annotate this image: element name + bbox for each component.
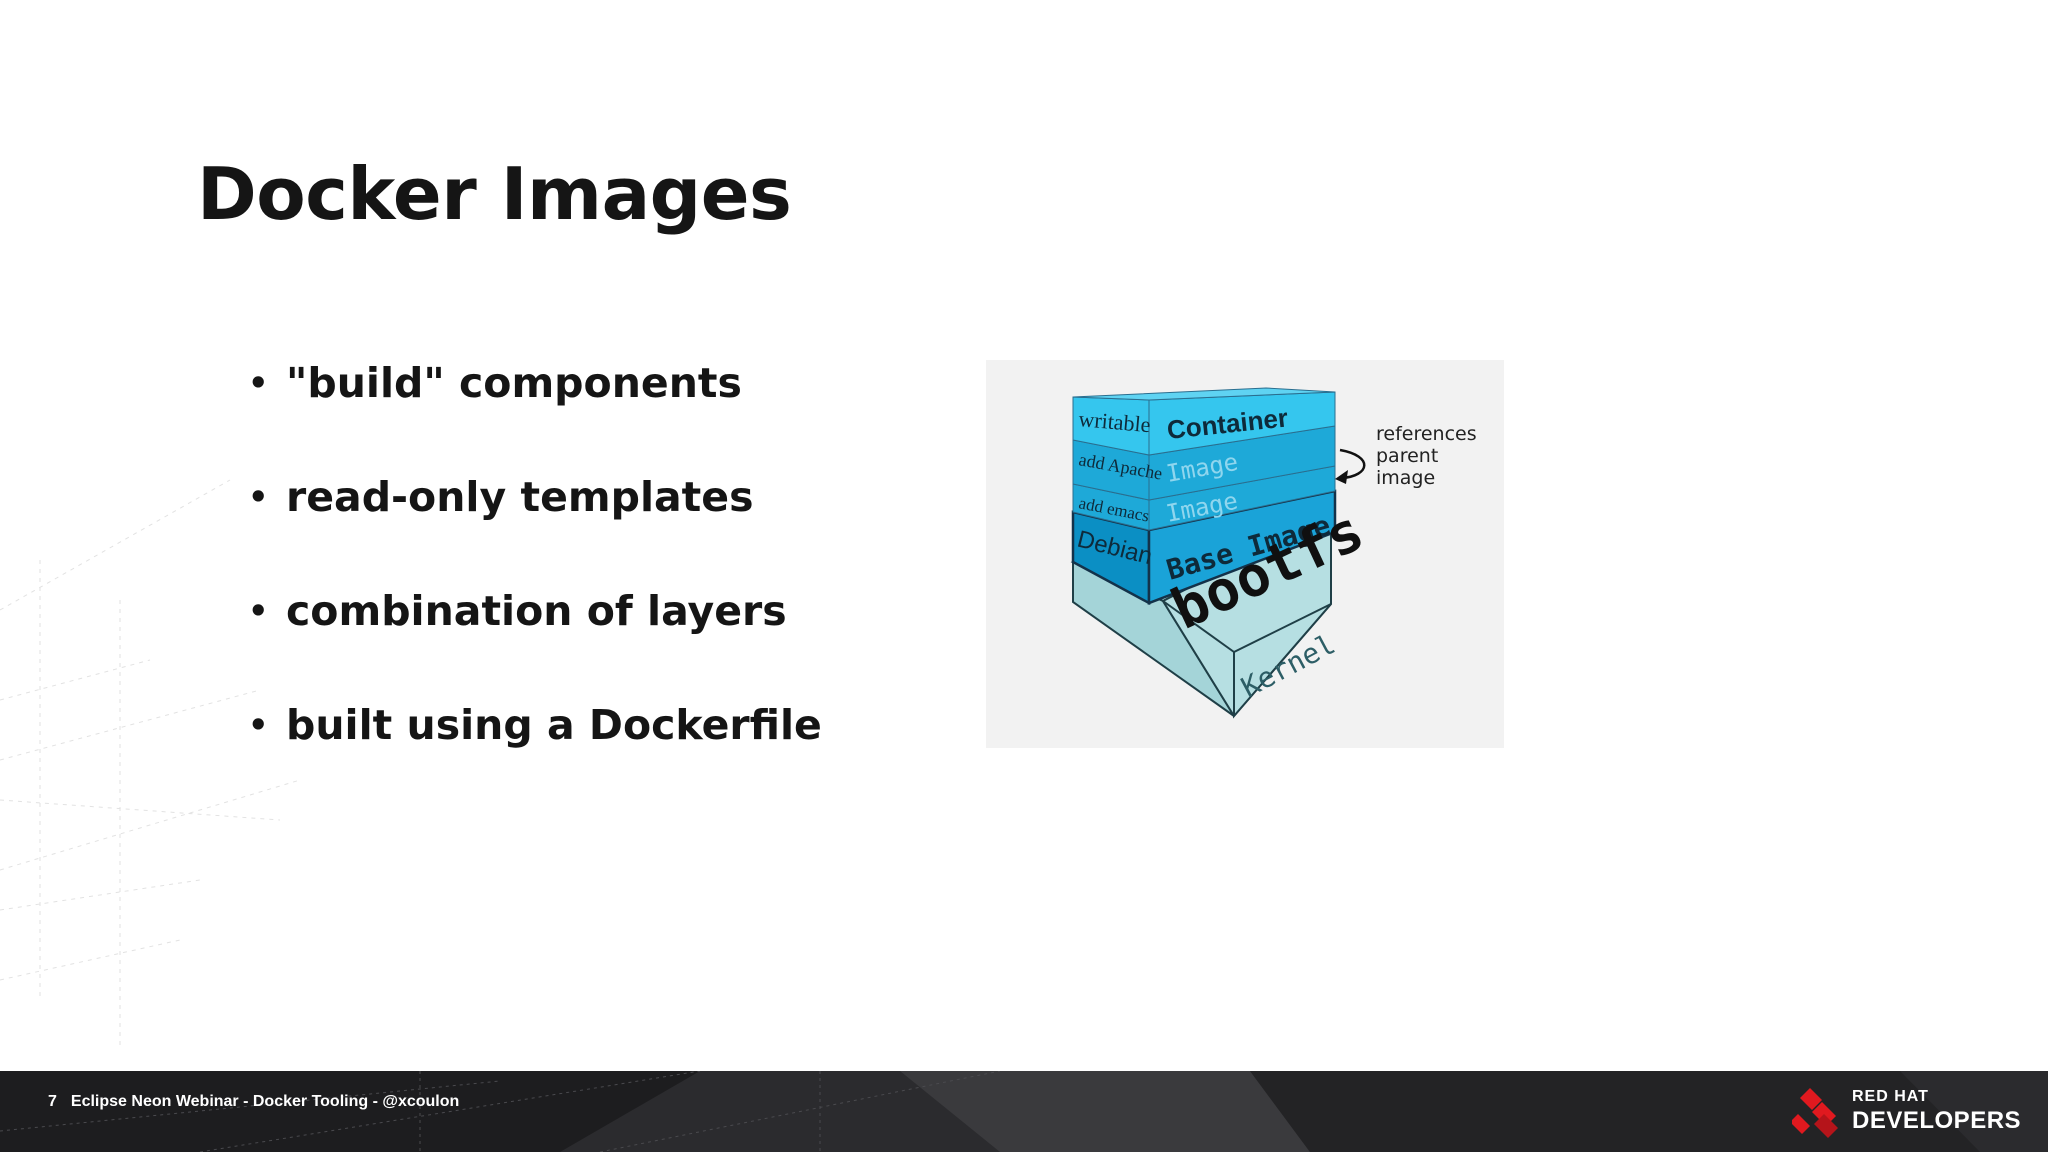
bullet-dot-icon: • <box>248 706 269 744</box>
logo-line-2: DEVELOPERS <box>1852 1107 2022 1134</box>
reference-arrow-icon <box>1339 448 1366 480</box>
annotation-image: image <box>1376 467 1435 489</box>
slide-title: Docker Images <box>197 152 792 236</box>
bullet-item: • "build" components <box>248 358 822 472</box>
footer-texture <box>0 1071 1980 1152</box>
bullet-dot-icon: • <box>248 364 269 402</box>
logo-line-1: RED HAT <box>1852 1088 1929 1105</box>
bullet-text: combination of layers <box>286 587 787 635</box>
footer-caption-text: Eclipse Neon Webinar - Docker Tooling - … <box>70 1093 460 1110</box>
annotation-references: references <box>1376 423 1477 445</box>
bullet-dot-icon: • <box>248 592 269 630</box>
footer-bar: 7 Eclipse Neon Webinar - Docker Tooling -… <box>0 1071 2048 1152</box>
bullet-list: • "build" components • read-only templat… <box>248 358 822 814</box>
bullet-text: read-only templates <box>286 473 754 521</box>
footer-caption: 7 Eclipse Neon Webinar - Docker Tooling -… <box>48 1093 459 1111</box>
bullet-item: • read-only templates <box>248 472 822 586</box>
top-cap <box>1072 387 1336 401</box>
bullet-item: • built using a Dockerfile <box>248 700 822 814</box>
bullet-text: "build" components <box>286 359 742 407</box>
red-hat-logo-mark-icon <box>1792 1088 1838 1138</box>
bullet-dot-icon: • <box>248 478 269 516</box>
arrowhead-icon <box>1335 470 1348 484</box>
bullet-item: • combination of layers <box>248 586 822 700</box>
page-number: 7 <box>48 1093 57 1110</box>
bullet-text: built using a Dockerfile <box>286 701 822 749</box>
layers-illustration: writable Container add Apache Image add … <box>1070 387 1477 719</box>
annotation-parent: parent <box>1376 445 1438 467</box>
docker-layers-diagram: writable Container add Apache Image add … <box>986 360 1504 748</box>
red-hat-developers-logo: RED HAT DEVELOPERS <box>1792 1084 2022 1139</box>
